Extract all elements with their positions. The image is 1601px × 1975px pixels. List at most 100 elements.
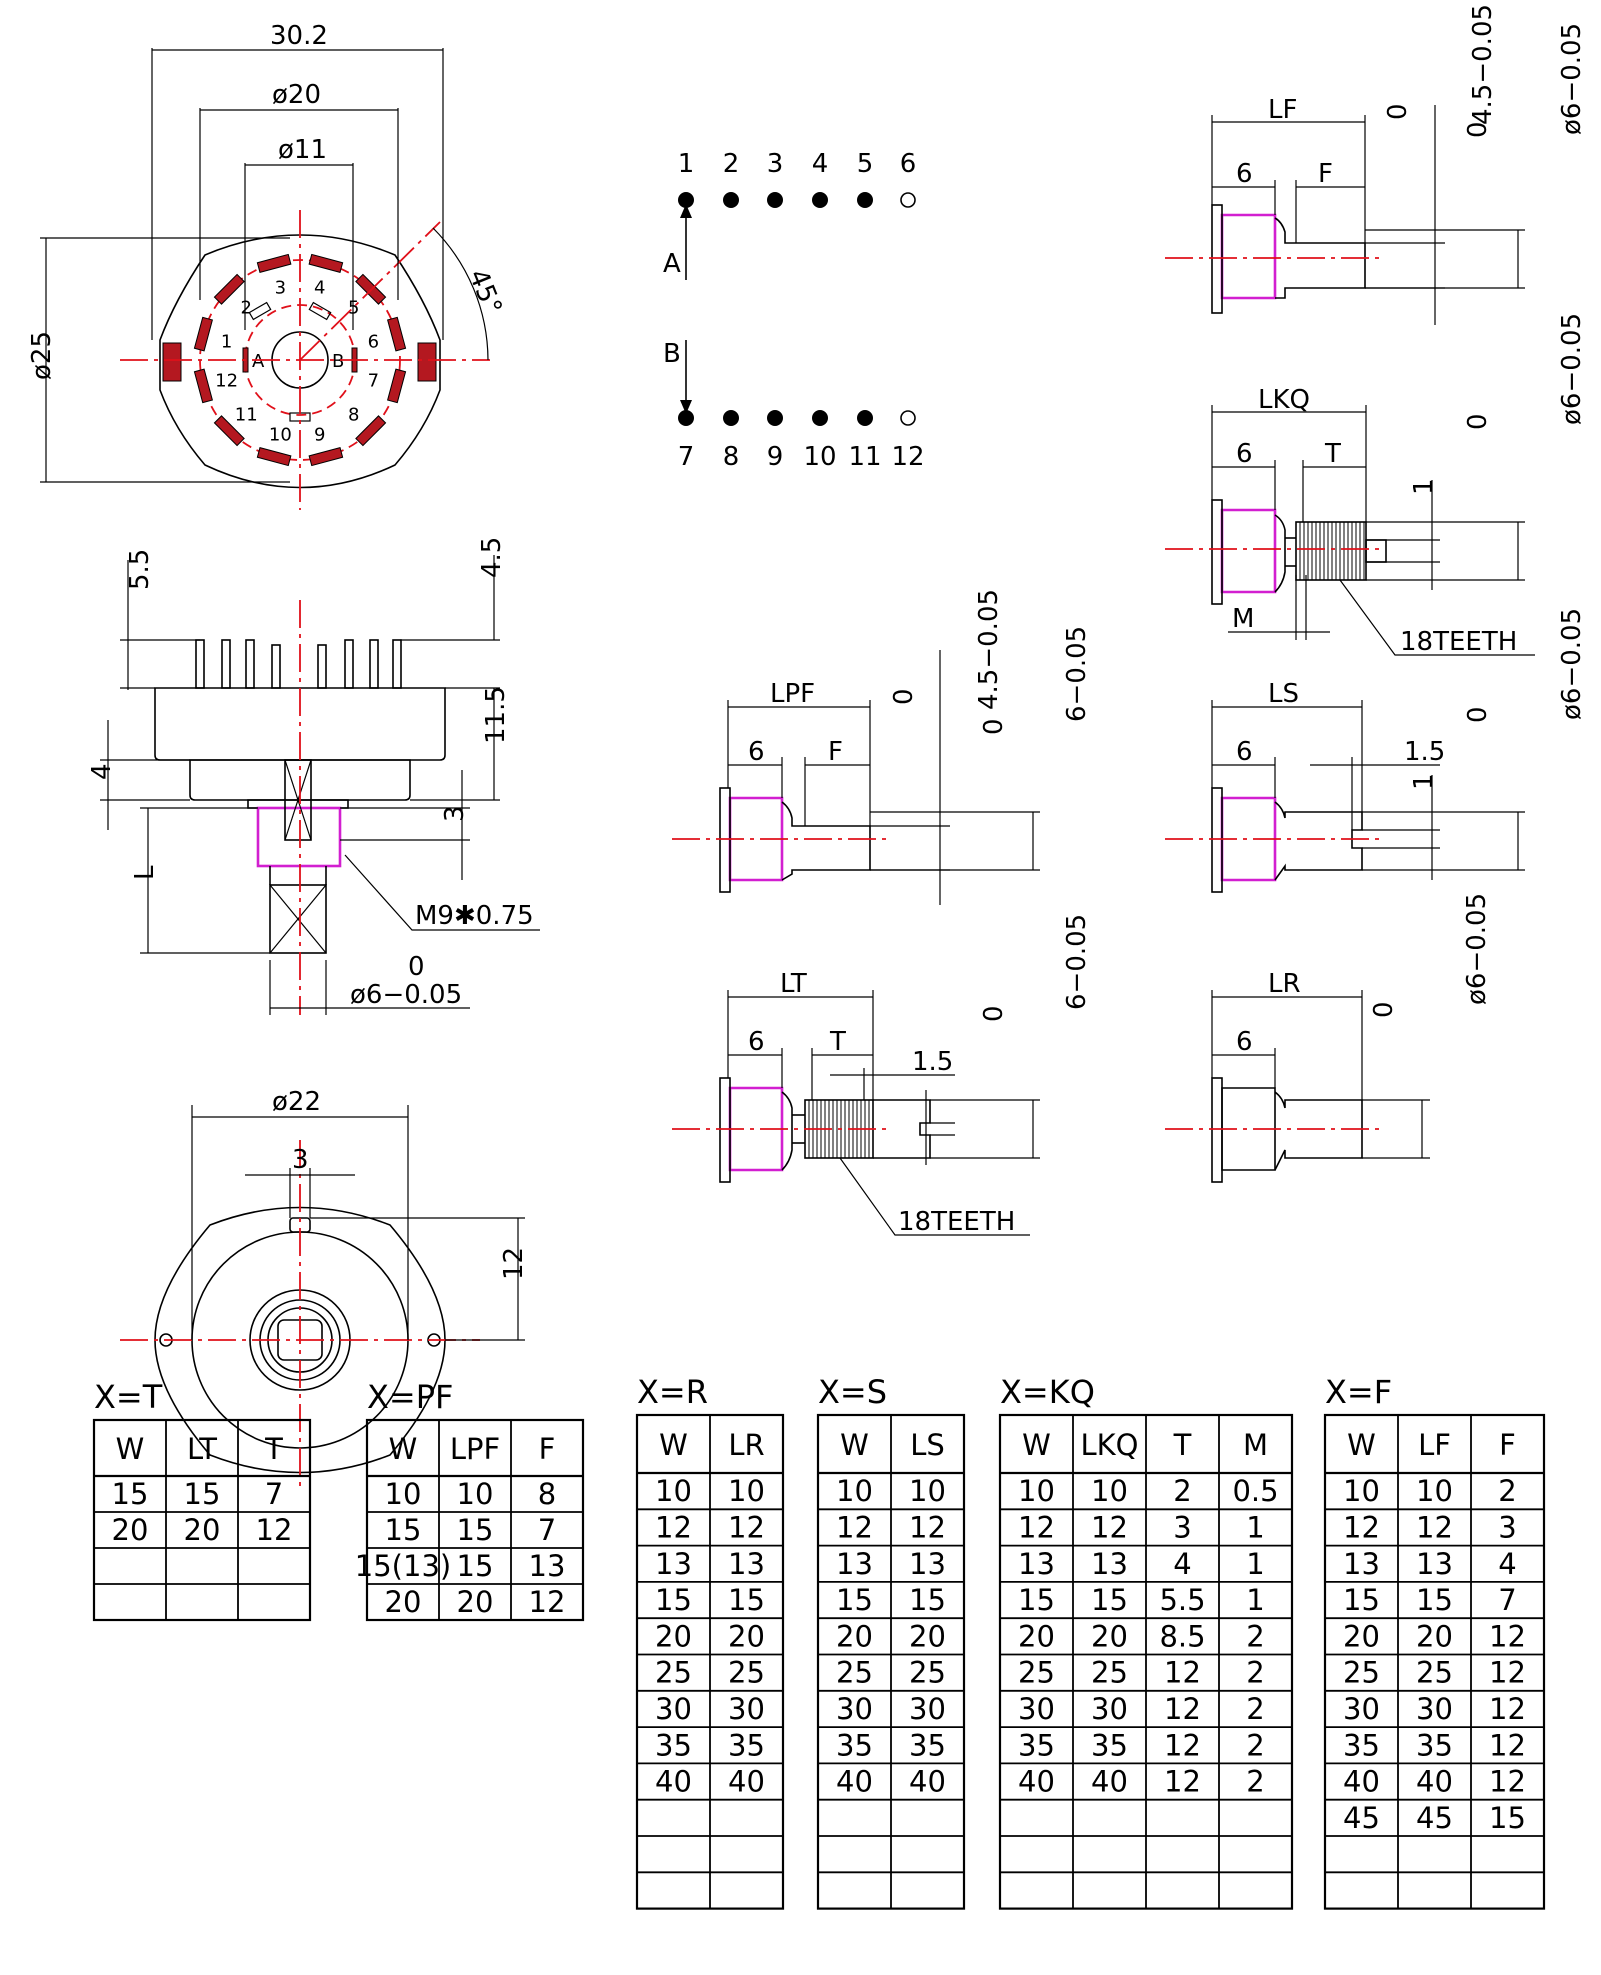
table-cell: 10 [1343, 1474, 1380, 1508]
pin-number-top: 2 [723, 149, 740, 179]
table-cell: 4 [1173, 1547, 1191, 1581]
table-cell: 15 [1489, 1801, 1526, 1835]
table-cell: 12 [1164, 1765, 1201, 1799]
table-cell: 13 [1416, 1547, 1453, 1581]
table-cell: 35 [1091, 1728, 1128, 1762]
table-cell: 10 [655, 1474, 692, 1508]
table-cell: 25 [655, 1656, 692, 1690]
table-cell: 13 [1091, 1547, 1128, 1581]
table-cell: 35 [655, 1728, 692, 1762]
angle-line [299, 221, 441, 361]
table-cell: 20 [1018, 1619, 1055, 1653]
table-header: LPF [450, 1432, 500, 1466]
lr-dia-label: ø6−0.05 [1462, 893, 1492, 1005]
table-cell: 30 [1018, 1692, 1055, 1726]
table-cell: 7 [538, 1513, 556, 1547]
table-cell: 30 [909, 1692, 946, 1726]
table-cell: 1 [1246, 1510, 1264, 1544]
table-cell: 35 [1018, 1728, 1055, 1762]
table-cell: 20 [184, 1513, 221, 1547]
pin-dot-filled [857, 192, 873, 208]
outer-pin [308, 447, 344, 467]
table-cell: 12 [1164, 1692, 1201, 1726]
table-header: LT [187, 1432, 217, 1466]
pin-dot-filled [812, 410, 828, 426]
rear-view: ø22 3 12 [120, 1087, 529, 1490]
table-header: F [539, 1432, 556, 1466]
table-cell: 40 [655, 1765, 692, 1799]
table-cell: 12 [1489, 1619, 1526, 1653]
common-b-label: B [332, 351, 344, 372]
shaft-lt: LT 6 T 1.5 0 6−0.05 18TEETH [672, 914, 1092, 1237]
pin-dot-filled [767, 410, 783, 426]
table-cell: 13 [1018, 1547, 1055, 1581]
table-title: X=R [637, 1373, 708, 1411]
side-flange [189, 759, 411, 801]
pin-dot-filled [723, 410, 739, 426]
table-cell: 20 [655, 1619, 692, 1653]
outer-pin-label: 12 [215, 371, 238, 392]
table-cell: 2 [1246, 1728, 1264, 1762]
front-body-outline [159, 234, 441, 489]
table-cell: 2 [1246, 1656, 1264, 1690]
ls-dia-label: ø6−0.05 [1557, 608, 1587, 720]
table-cell: 8 [538, 1477, 556, 1511]
thread-leader [344, 854, 540, 931]
lf-tol2-label: 0 [1463, 121, 1493, 138]
lkq-slot-label: M [1232, 604, 1254, 634]
table-cell: 35 [1416, 1728, 1453, 1762]
lkq-dia-label: ø6−0.05 [1557, 313, 1587, 425]
table-cell: 10 [385, 1477, 422, 1511]
pin-top-label: 4.5 [477, 537, 507, 578]
table-header: W [1347, 1428, 1376, 1462]
table-header: W [389, 1432, 418, 1466]
table-cell: 12 [1343, 1510, 1380, 1544]
pin-dot-filled [678, 192, 694, 208]
table-cell: 2 [1246, 1765, 1264, 1799]
table-cell: 20 [836, 1619, 873, 1653]
table-header: F [1499, 1428, 1516, 1462]
table-title: X=T [94, 1378, 163, 1416]
outer-pin [213, 415, 245, 447]
shaft-length-label: L [130, 865, 160, 880]
table-cell: 30 [1091, 1692, 1128, 1726]
table-title: X=PF [367, 1378, 453, 1416]
outer-pin [256, 447, 292, 467]
lt-dim15-label: 1.5 [912, 1047, 953, 1077]
table-cell: 30 [836, 1692, 873, 1726]
angle-arc [432, 227, 489, 361]
table-cell: 25 [1416, 1656, 1453, 1690]
inner-circle-label: ø11 [278, 135, 327, 165]
table-cell: 20 [909, 1619, 946, 1653]
outer-pin-label: 11 [235, 405, 258, 426]
table-cell: 10 [836, 1474, 873, 1508]
table-cell: 15 [1343, 1583, 1380, 1617]
table-cell: 40 [1416, 1765, 1453, 1799]
table-cell: 15 [385, 1513, 422, 1547]
lpf-length-label: LPF [770, 679, 815, 709]
table-cell: 25 [1343, 1656, 1380, 1690]
table-cell: 15 [457, 1549, 494, 1583]
lr-dim6-label: 6 [1236, 1027, 1253, 1057]
pin-number-bottom: 11 [848, 442, 881, 472]
shaft-lr: LR 6 0 ø6−0.05 [1165, 893, 1492, 1183]
lf-dia-label: ø6−0.05 [1557, 23, 1587, 135]
